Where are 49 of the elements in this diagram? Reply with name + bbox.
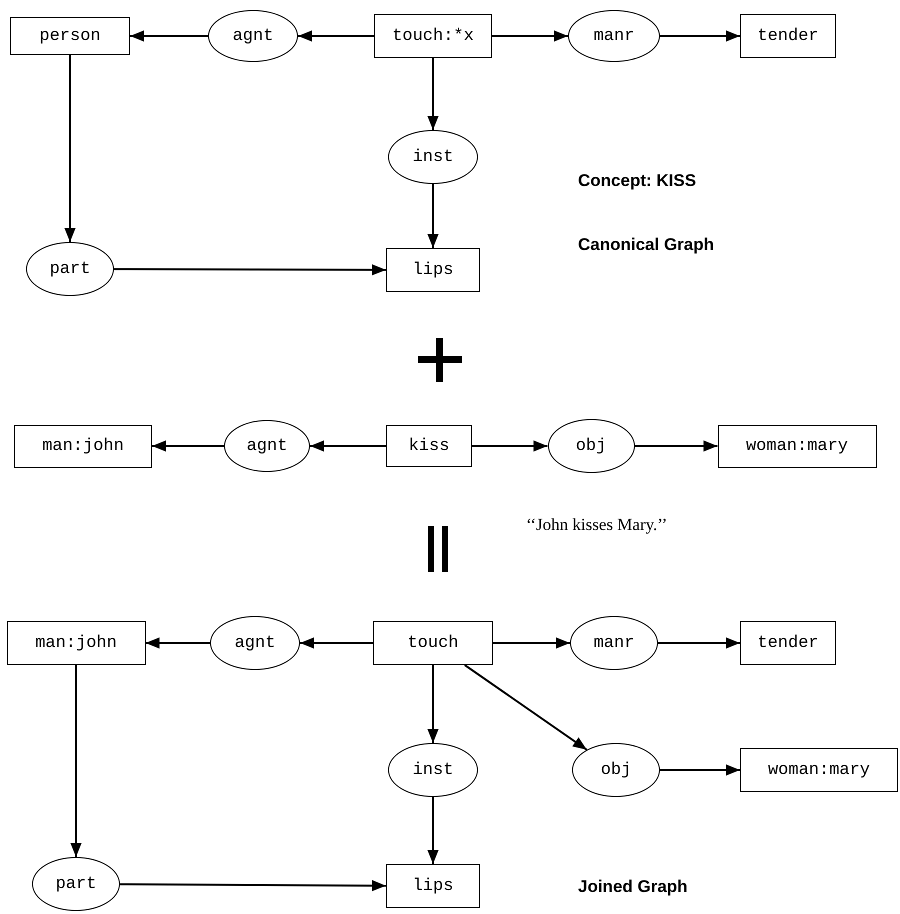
concept-box: tender [740, 621, 836, 665]
arrow [427, 184, 439, 248]
relation-ellipse: manr [570, 616, 658, 670]
concept-box: man:john [6, 621, 146, 665]
arrow [427, 665, 439, 743]
arrow [298, 30, 374, 42]
graph-caption: Concept: KISS [578, 170, 696, 192]
concept-box: lips [386, 864, 480, 908]
arrow [114, 264, 386, 276]
relation-ellipse: obj [572, 743, 660, 797]
relation-ellipse: manr [568, 10, 660, 62]
concept-box: man:john [14, 424, 152, 468]
arrow [300, 637, 373, 649]
arrow [660, 30, 740, 42]
relation-ellipse: agnt [210, 616, 300, 670]
arrow [427, 58, 439, 130]
concept-box: touch [373, 621, 493, 665]
arrow [492, 30, 568, 42]
relation-ellipse: part [32, 857, 120, 911]
relation-ellipse: part [26, 242, 114, 296]
concept-box: person [10, 17, 130, 55]
arrow [120, 880, 386, 892]
arrow [464, 664, 588, 751]
arrow [658, 637, 740, 649]
arrow [146, 637, 210, 649]
arrow [130, 30, 208, 42]
concept-box: woman:mary [718, 424, 876, 468]
arrow [634, 440, 718, 452]
arrow [64, 55, 76, 242]
arrow [472, 440, 548, 452]
relation-ellipse: inst [388, 130, 478, 184]
relation-ellipse: obj [548, 419, 634, 473]
concept-box: woman:mary [740, 748, 898, 792]
graph-caption: Canonical Graph [578, 234, 714, 256]
arrow [493, 637, 570, 649]
concept-box: lips [386, 248, 480, 292]
graph-caption: Joined Graph [578, 876, 688, 898]
concept-box: touch:*x [374, 14, 492, 58]
concept-box: kiss [386, 425, 472, 467]
relation-ellipse: inst [388, 743, 478, 797]
arrow [70, 665, 82, 857]
concept-box: tender [740, 14, 836, 58]
relation-ellipse: agnt [224, 420, 310, 472]
arrow [310, 440, 386, 452]
arrow [660, 764, 740, 776]
arrow [427, 797, 439, 864]
relation-ellipse: agnt [208, 10, 298, 62]
arrow [152, 440, 224, 452]
example-sentence: ‘‘John kisses Mary.’’ [526, 514, 668, 536]
